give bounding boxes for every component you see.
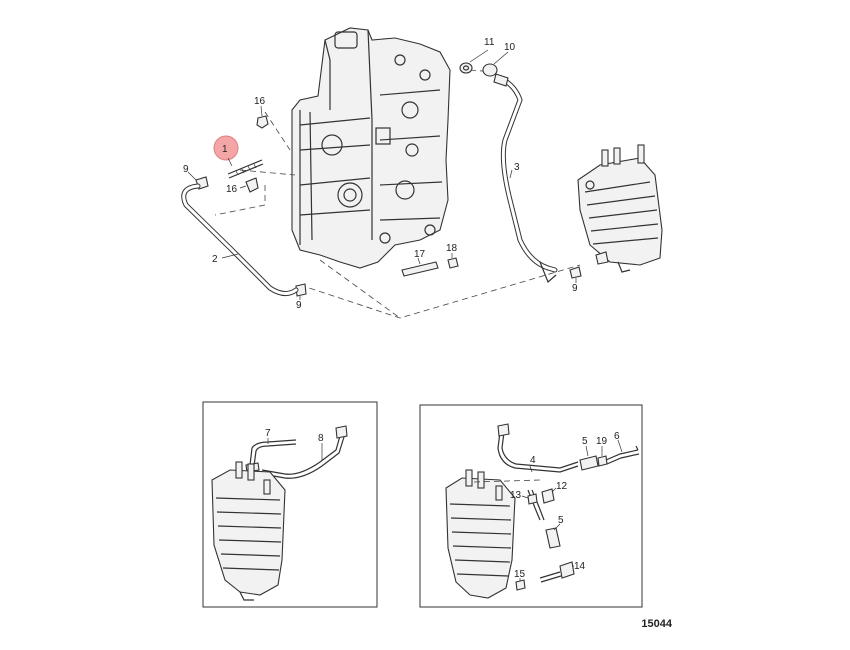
callout-16: 16 [226, 184, 238, 195]
nut-part-18 [447, 257, 459, 269]
engine-block [291, 27, 451, 269]
callout-16: 16 [254, 96, 266, 107]
callout-19: 19 [596, 436, 608, 447]
guide-line [264, 111, 291, 151]
guide-line [299, 264, 581, 319]
fitting-part-10 [482, 63, 509, 87]
callout-9: 9 [183, 164, 189, 175]
callout-2: 2 [212, 254, 218, 265]
callout-11: 11 [484, 37, 495, 48]
hose-part-6 [605, 445, 640, 465]
main-assembly: 1 2 3 9 9 9 10 11 16 16 17 18 [181, 27, 663, 319]
callout-3: 3 [514, 162, 520, 173]
callout-5: 5 [582, 436, 588, 447]
vapor-separator-main [577, 144, 663, 273]
figure-number: 15044 [641, 618, 672, 630]
guide-line [214, 185, 266, 216]
callout-8: 8 [318, 433, 324, 444]
hose-part-2 [181, 183, 299, 296]
clip-part-12 [541, 488, 555, 504]
inset-left: 7 8 [202, 401, 378, 608]
callout-6: 6 [614, 431, 620, 442]
callout-10: 10 [504, 42, 516, 53]
callout-14: 14 [574, 561, 586, 572]
hose-part-8 [261, 425, 348, 479]
callout-9: 9 [296, 300, 302, 311]
fitting-part-9 [195, 176, 582, 297]
stud-part-1 [227, 159, 264, 179]
callout-12: 12 [556, 481, 568, 492]
callout-1-highlight [213, 135, 239, 161]
callout-13: 13 [510, 490, 522, 501]
callout-18: 18 [446, 243, 458, 254]
callout-15: 15 [514, 569, 526, 580]
callout-7: 7 [265, 428, 271, 439]
clip-part-16 [245, 115, 269, 193]
vapor-separator-right [445, 469, 541, 599]
clamp-part-14 [539, 561, 575, 583]
callout-1: 1 [222, 144, 228, 155]
callout-4: 4 [530, 455, 536, 466]
grommet-part-11 [459, 62, 473, 74]
inset-right: 4 5 5 6 12 13 14 15 19 [419, 404, 643, 608]
filter-part-5 [545, 455, 599, 549]
fitting-part-19 [597, 455, 608, 467]
fitting-part-15 [515, 579, 526, 591]
callout-17: 17 [414, 249, 426, 260]
rod-part-17 [401, 261, 439, 277]
callout-9: 9 [572, 283, 578, 294]
callout-5: 5 [558, 515, 564, 526]
vapor-separator-left [211, 461, 286, 601]
guide-line [319, 259, 401, 319]
guide-line [239, 169, 296, 176]
tube-part-3 [497, 75, 558, 284]
clip-part-13 [527, 493, 538, 505]
